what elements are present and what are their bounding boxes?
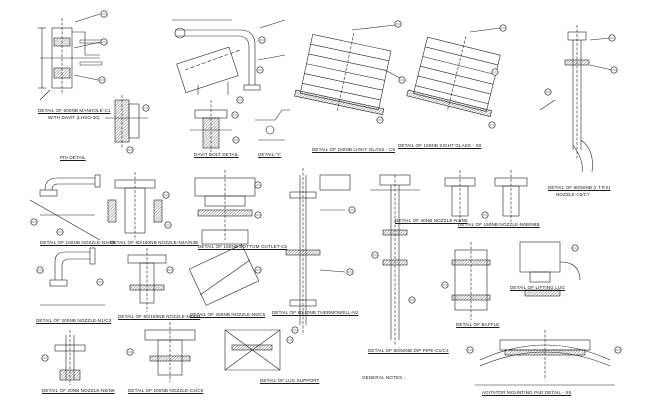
n4a-nozzle-drawing — [29, 174, 101, 241]
manhole-subcaption: WITH DAVIT (LHSO-30) — [48, 115, 100, 120]
lug-support-drawing — [224, 329, 294, 371]
davit-arm-drawing — [172, 19, 286, 104]
thermowell-caption: DETAIL OF 80/40NB THERMOWELL-N2 — [272, 310, 359, 315]
thermowell-drawing — [285, 168, 356, 335]
n5-caption: DETAIL OF 40NB NOZZLE-N4/N5 — [395, 218, 468, 223]
general-notes-heading: GENERAL NOTES : — [362, 375, 405, 380]
baffle-drawing — [441, 242, 491, 320]
n10-caption: DETAIL OF 200NB NOZZLE-C4/C5 — [128, 388, 204, 393]
itps-nozzle-caption: DETAIL OF 80/50NB (I.T.P.S) — [548, 185, 611, 190]
n4a-caption: DETAIL OF 150NB NOZZLE-N4A/B — [40, 240, 116, 245]
detail-y-caption: DETAIL-'Y' — [258, 152, 282, 157]
n8-caption: DETAIL OF 20NB NOZZLE-N8/N9 — [42, 388, 115, 393]
manhole-caption: DETAIL OF 500NB MANHOLE-C1 — [38, 108, 111, 113]
n4b-nozzle-drawing — [519, 241, 581, 297]
lifting-lug-caption: DETAIL OF LIFTING LUG — [510, 285, 565, 290]
davit-bolt-caption: DAVIT BOLT DETAIL — [194, 152, 239, 157]
n6-caption: DETAIL OF 150NB NOZZLE-N6B/N8B — [458, 222, 540, 227]
n1-caption: DETAIL OF 200NB NOZZLE-N1/C3 — [36, 318, 112, 323]
c2-outlet-drawing — [194, 170, 262, 245]
c2-caption: DETAIL OF 150NB BOTTOM OUTLET-C2 — [198, 244, 288, 249]
detail-y-drawing — [255, 109, 290, 141]
n5-drawing-caption: DETAIL OF 250NB NOZZLE-N5/C5 — [190, 312, 266, 317]
n1-nozzle-drawing — [36, 247, 105, 306]
light-glass-drawing — [294, 20, 406, 124]
sight-glass-caption: DETAIL OF 150NB SIGHT GLASS - S0 — [398, 143, 482, 148]
dip-pipe-caption: DETAIL OF 80/50NB DIP PIPE-C1/C4 — [368, 348, 449, 353]
agitator-pad-caption: AGITATOR MOUNTING PAD DETAIL - X6 — [482, 390, 572, 395]
agitator-pad-drawing — [466, 330, 622, 386]
lug-support-caption: DETAIL OF LUG SUPPORT — [260, 378, 320, 383]
n3a-nozzle-drawing — [107, 172, 172, 240]
pin-detail-caption: PIN DETAIL — [60, 155, 86, 160]
n10-nozzle-drawing — [126, 322, 196, 382]
n8-nozzle-drawing — [41, 330, 86, 385]
sight-glass-drawing — [406, 24, 507, 129]
n4ab-caption: DETAIL OF 80/150NB NOZZLE-N4A/B — [118, 314, 201, 319]
pin-detail-drawing — [105, 95, 150, 154]
itps-nozzle-subcaption: NOZZLE-C5/C7 — [556, 192, 590, 197]
light-glass-caption: DETAIL OF 150NB LIGHT GLASS - C9 — [312, 147, 396, 152]
itps-nozzle-drawing — [539, 25, 618, 173]
n4ab-nozzle-drawing — [127, 248, 174, 312]
dip-pipe-drawing — [370, 174, 420, 345]
davit-bolt-drawing — [190, 100, 240, 152]
n6-nozzle-drawing — [444, 170, 528, 222]
manhole-detail-drawing — [38, 10, 108, 101]
baffle-caption: DETAIL OF BAFFLE — [456, 322, 500, 327]
n3a-caption: DETAIL OF 80/150NB NOZZLE-N3A/N3B — [110, 240, 199, 245]
n5-nozzle-drawing — [188, 244, 262, 306]
